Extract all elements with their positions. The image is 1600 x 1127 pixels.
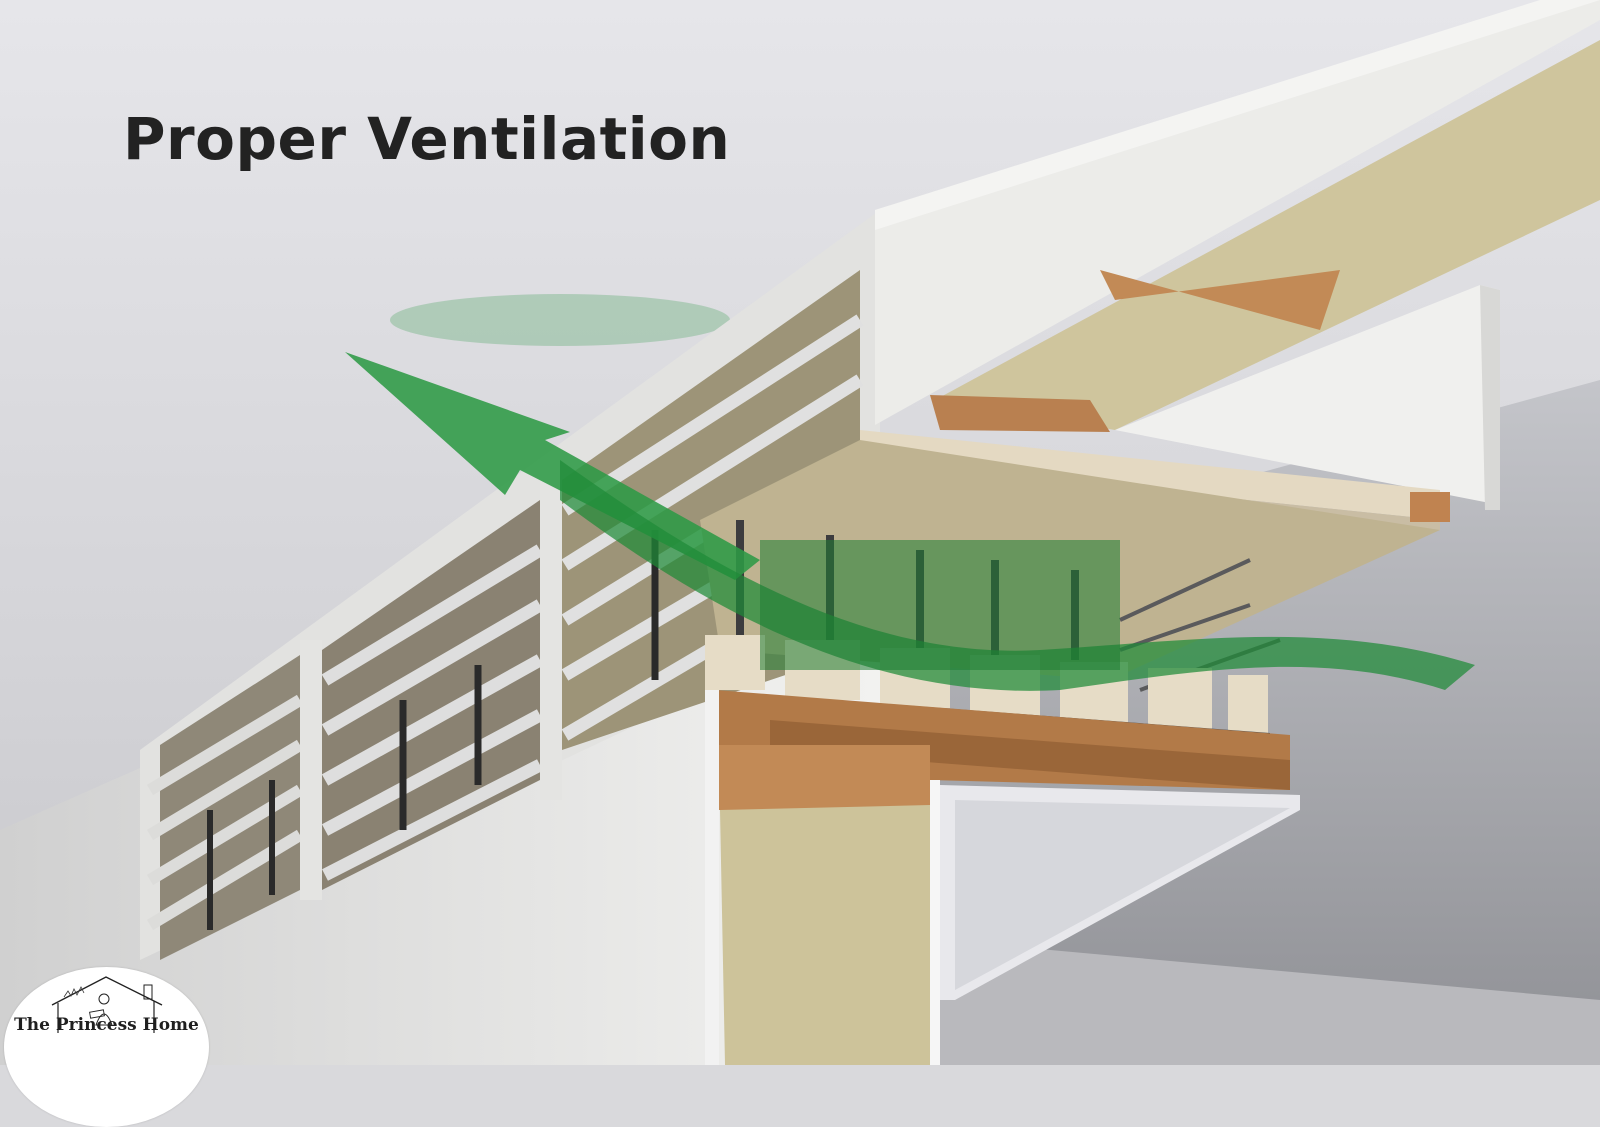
ventilation-illustration [0,0,1600,1065]
insulation-column [720,805,935,1065]
airflow-arrow-icon [345,352,760,580]
upper-beam [875,0,1600,425]
louvre-grille-1 [146,655,304,960]
logo-text: The Princess Home [14,1015,199,1035]
page-title: Proper Ventilation [123,105,731,173]
beam-insulation [935,40,1600,430]
house-with-princess-reading-icon [51,976,163,1033]
brand-logo: The Princess Home [4,967,209,1127]
beam-end-box [1115,285,1500,505]
louvre-grille-2 [321,500,544,890]
